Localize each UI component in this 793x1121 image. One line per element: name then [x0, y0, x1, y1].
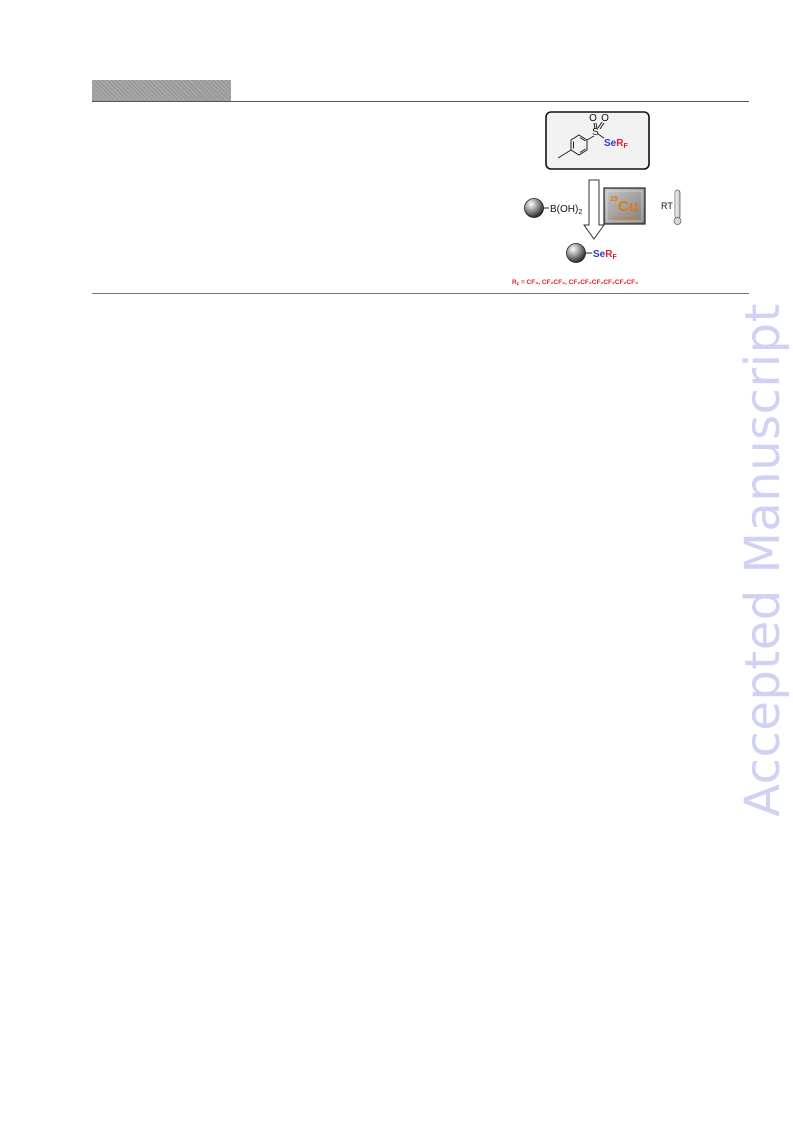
product-se-label: Se — [593, 249, 606, 260]
aryl-ball-icon — [524, 198, 544, 218]
catalyst-atomic-number: 29 — [610, 196, 618, 203]
thermometer-icon — [673, 189, 682, 225]
product-ball-icon — [566, 243, 586, 263]
product: SeRF — [566, 243, 617, 263]
rt-label: RT — [661, 201, 673, 211]
copper-catalyst-tile: 29 Cu (10 mol%) — [603, 187, 646, 225]
boronic-acid-substrate: B(OH)2 — [524, 198, 582, 218]
header-rule — [92, 101, 749, 102]
reaction-arrow — [583, 179, 605, 240]
rf-definition-rhs: = CF₃, CF₂CF₃, CF₂CF₂CF₂CF₂CF₂CF₃ — [521, 279, 638, 286]
abstract-bottom-rule — [92, 293, 749, 294]
rf-definition-lhs: R — [512, 279, 517, 286]
reagent-sercf-label: SeRF — [604, 138, 628, 150]
catalyst-loading: (10 mol%) — [613, 216, 636, 222]
boronic-acid-label: B(OH)2 — [550, 204, 582, 216]
product-rf-label: R — [605, 249, 613, 260]
graphical-abstract-scheme: S O O SeRF B(OH)2 29 Cu (10 mol%) RT — [512, 111, 682, 287]
tolyl-ring — [557, 121, 605, 159]
reagent-rf-label: R — [616, 138, 624, 149]
rf-definition-lhs-subscript: F — [517, 282, 520, 287]
oxygen-atom-2: O — [601, 113, 609, 124]
boronic-acid-subscript: 2 — [578, 209, 582, 216]
reagent-box: S O O SeRF — [545, 111, 650, 170]
reagent-rf-subscript: F — [623, 143, 628, 150]
reagent-se-label: Se — [604, 138, 617, 149]
sulfur-atom: S — [592, 127, 599, 138]
catalyst-symbol: Cu — [618, 198, 638, 215]
product-serf-label: SeRF — [593, 249, 617, 261]
rf-definition: RF= CF₃, CF₂CF₃, CF₂CF₂CF₂CF₂CF₂CF₃ — [512, 279, 638, 287]
product-rf-subscript: F — [612, 254, 617, 261]
section-header-tab — [92, 80, 231, 102]
accepted-manuscript-watermark: Accepted Manuscript — [735, 303, 791, 817]
temperature-condition: RT — [661, 189, 682, 225]
boronic-acid-text: B(OH) — [550, 204, 578, 215]
oxygen-atom-1: O — [589, 113, 597, 124]
catalyst-frame — [603, 187, 646, 225]
reagent-frame — [545, 111, 650, 170]
